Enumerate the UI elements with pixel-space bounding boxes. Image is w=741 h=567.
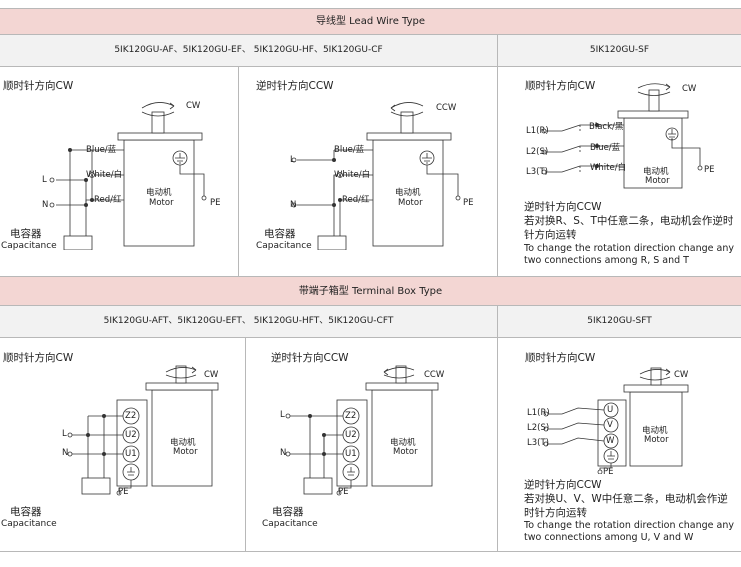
terminal-n: N — [290, 200, 297, 210]
wire-white: White/白 — [86, 170, 123, 180]
wire-blue: Blue/蓝 — [334, 145, 365, 155]
ccw-arrow-label: CCW — [436, 103, 457, 113]
tb-ccw-diagram — [285, 365, 439, 496]
sft-ccw-note-title: 逆时针方向CCW — [524, 479, 602, 491]
lead-ccw-diagram — [291, 102, 461, 250]
terminal-z2: Z2 — [345, 411, 357, 421]
terminal-z2: Z2 — [125, 411, 137, 421]
sft-ccw-note-en: To change the rotation direction change … — [524, 520, 734, 543]
sft-ccw-note-cn: 若对换U、V、W中任意二条，电动机会作逆时针方向运转 — [524, 493, 728, 519]
motor-cn: 电动机 — [642, 426, 668, 436]
terminal-n: N — [42, 200, 49, 210]
wire-white: White/白 — [590, 163, 627, 173]
motor-en: Motor — [149, 198, 174, 208]
terminal-l: L — [62, 429, 67, 439]
lead-wire-models-right-text: 5IK120GU-SF — [589, 45, 650, 55]
divider — [497, 35, 498, 276]
capacitor-en: Capacitance — [1, 241, 57, 251]
motor-en: Motor — [393, 447, 418, 457]
sf-ccw-note-cn: 若对换R、S、T中任意二条，电动机会作逆时针方向运转 — [524, 215, 734, 241]
cw-title: 顺时针方向CW — [3, 352, 74, 364]
capacitor-en: Capacitance — [256, 241, 312, 251]
lead-cw-diagram — [49, 102, 207, 250]
capacitor-cn: 电容器 — [10, 228, 42, 240]
capacitor-en: Capacitance — [262, 519, 318, 529]
terminal-n: N — [280, 448, 287, 458]
lead-wire-models-right: 5IK120GU-SF — [498, 35, 741, 67]
divider — [497, 306, 498, 552]
terminal-w: W — [606, 436, 615, 446]
lead-wire-header-text: 导线型 Lead Wire Type — [315, 16, 426, 27]
terminal-l2s: L2(S) — [526, 147, 549, 157]
motor-en: Motor — [398, 198, 423, 208]
motor-cn: 电动机 — [390, 438, 416, 448]
terminal-v: V — [607, 420, 613, 430]
motor-en: Motor — [644, 435, 669, 445]
motor-en: Motor — [173, 447, 198, 457]
pe-label: PE — [118, 487, 129, 497]
capacitor-cn: 电容器 — [10, 506, 42, 518]
cw-arrow-label: CW — [674, 370, 689, 380]
terminal-l: L — [42, 175, 47, 185]
motor-cn: 电动机 — [395, 188, 421, 198]
pe-label: PE — [338, 487, 349, 497]
lead-wire-models-left-text: 5IK120GU-AF、5IK120GU-EF、 5IK120GU-HF、5IK… — [114, 45, 383, 55]
terminal-u1: U1 — [125, 449, 137, 459]
pe-label: PE — [704, 165, 715, 175]
terminal-box-models-right: 5IK120GU-SFT — [498, 306, 741, 338]
terminal-l1r: L1(R) — [526, 126, 549, 136]
terminal-u: U — [607, 405, 614, 415]
ccw-title: 逆时针方向CCW — [256, 80, 334, 92]
wire-red: Red/红 — [94, 195, 122, 205]
terminal-u1: U1 — [345, 449, 357, 459]
bottom-rule — [0, 551, 741, 552]
terminal-l2s: L2(S) — [527, 423, 550, 433]
wire-blue: Blue/蓝 — [590, 143, 621, 153]
motor-cn: 电动机 — [170, 438, 196, 448]
wire-red: Red/红 — [342, 195, 370, 205]
cw-arrow-label: CW — [186, 101, 201, 111]
cw-title: 顺时针方向CW — [3, 80, 74, 92]
sf-ccw-note-title: 逆时针方向CCW — [524, 201, 602, 213]
terminal-u2: U2 — [125, 430, 137, 440]
terminal-box-header-text: 带端子箱型 Terminal Box Type — [298, 286, 443, 297]
terminal-u2: U2 — [345, 430, 357, 440]
cw-arrow-label: CW — [682, 84, 697, 94]
terminal-l: L — [290, 155, 295, 165]
terminal-box-models-left: 5IK120GU-AFT、5IK120GU-EFT、 5IK120GU-HFT、… — [0, 306, 497, 338]
cw-arrow-label: CW — [204, 370, 219, 380]
ccw-title: 逆时针方向CCW — [271, 352, 349, 364]
sf-ccw-note-en: To change the rotation direction change … — [524, 243, 734, 266]
wire-white: White/白 — [334, 170, 371, 180]
capacitor-cn: 电容器 — [272, 506, 304, 518]
pe-label: PE — [210, 198, 221, 208]
sf-cw-title: 顺时针方向CW — [525, 80, 596, 92]
sft-cw-title: 顺时针方向CW — [525, 352, 596, 364]
terminal-box-models-right-text: 5IK120GU-SFT — [587, 316, 652, 326]
tb-cw-diagram — [67, 365, 219, 496]
capacitor-cn: 电容器 — [264, 228, 296, 240]
terminal-l: L — [280, 410, 285, 420]
terminal-box-header: 带端子箱型 Terminal Box Type — [0, 276, 741, 306]
terminal-l3t: L3(T) — [526, 167, 548, 177]
lead-wire-header: 导线型 Lead Wire Type — [0, 8, 741, 35]
motor-en: Motor — [645, 176, 670, 186]
motor-cn: 电动机 — [146, 188, 172, 198]
divider — [238, 67, 239, 276]
terminal-box-models-left-text: 5IK120GU-AFT、5IK120GU-EFT、 5IK120GU-HFT、… — [103, 316, 394, 326]
terminal-l3t: L3(T) — [527, 438, 549, 448]
wire-black: Black/黑 — [589, 122, 624, 132]
terminal-n: N — [62, 448, 69, 458]
sft-diagram — [543, 367, 689, 474]
pe-label: PE — [463, 198, 474, 208]
ccw-arrow-label: CCW — [424, 370, 445, 380]
pe-label: PE — [603, 467, 614, 477]
sf-diagram — [541, 83, 703, 189]
motor-cn: 电动机 — [643, 167, 669, 177]
capacitor-en: Capacitance — [1, 519, 57, 529]
terminal-l1r: L1(R) — [527, 408, 550, 418]
lead-wire-models-left: 5IK120GU-AF、5IK120GU-EF、 5IK120GU-HF、5IK… — [0, 35, 497, 67]
wire-blue: Blue/蓝 — [86, 145, 117, 155]
divider — [245, 338, 246, 552]
